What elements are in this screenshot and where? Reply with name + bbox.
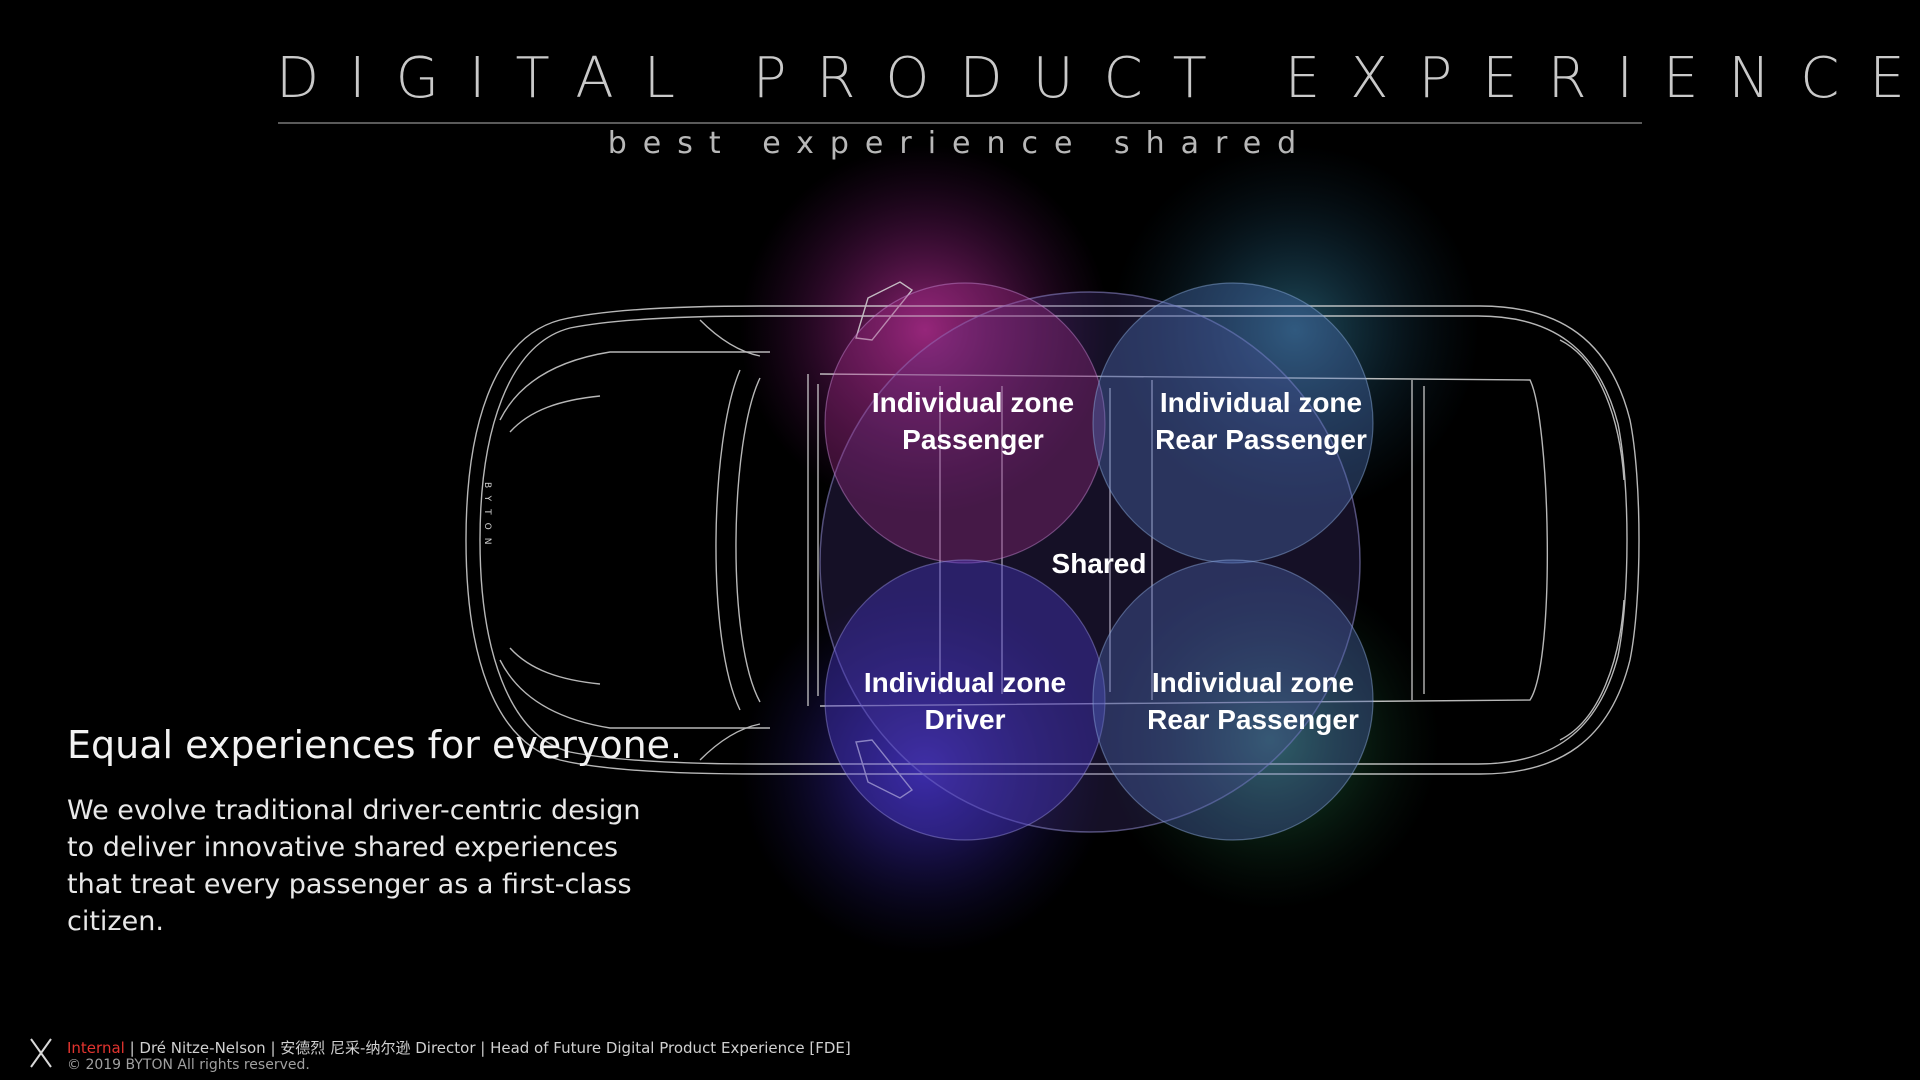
body-line: citizen.: [67, 906, 164, 937]
driver-zone-glow: [740, 585, 1110, 955]
rear-passenger-top-zone-circle: [1092, 282, 1374, 564]
zone-label-shared: Shared: [1051, 548, 1147, 579]
presenter-info: | Dré Nitze-Nelson | 安德烈 尼采-纳尔逊 Director…: [124, 1039, 851, 1057]
body-line: that treat every passenger as a first-cl…: [67, 869, 632, 900]
body-paragraph: We evolve traditional driver-centric des…: [67, 792, 707, 940]
slide-title: DIGITAL PRODUCT EXPERIENCE: [276, 46, 1920, 111]
rear-passenger-bottom-glow: [1100, 570, 1440, 910]
car-brand-mark: BYTON: [482, 482, 492, 553]
headline: Equal experiences for everyone.: [67, 723, 683, 767]
classification-label: Internal: [67, 1039, 125, 1057]
zone-label-driver: Individual zone Driver: [863, 667, 1067, 735]
body-line: We evolve traditional driver-centric des…: [67, 795, 641, 826]
rear-passenger-top-glow: [1110, 145, 1480, 515]
rear-passenger-bottom-zone-circle: [1092, 559, 1374, 841]
zone-label-passenger: Individual zone Passenger: [871, 387, 1075, 455]
driver-zone-circle: [824, 559, 1106, 841]
title-divider: [278, 122, 1642, 124]
body-line: to deliver innovative shared experiences: [67, 832, 619, 863]
zone-label-rear-passenger-top: Individual zone Rear Passenger: [1155, 387, 1367, 455]
passenger-zone-circle: [824, 282, 1106, 564]
zone-label-rear-passenger-bottom: Individual zone Rear Passenger: [1147, 667, 1359, 735]
car-outline: [465, 281, 1640, 799]
footer-copyright: © 2019 BYTON All rights reserved.: [67, 1057, 310, 1073]
footer-presenter: Internal | Dré Nitze-Nelson | 安德烈 尼采-纳尔逊…: [67, 1037, 851, 1058]
passenger-zone-glow: [740, 145, 1110, 515]
shared-zone-circle: [819, 291, 1361, 833]
byton-logo-icon: [30, 1038, 52, 1068]
